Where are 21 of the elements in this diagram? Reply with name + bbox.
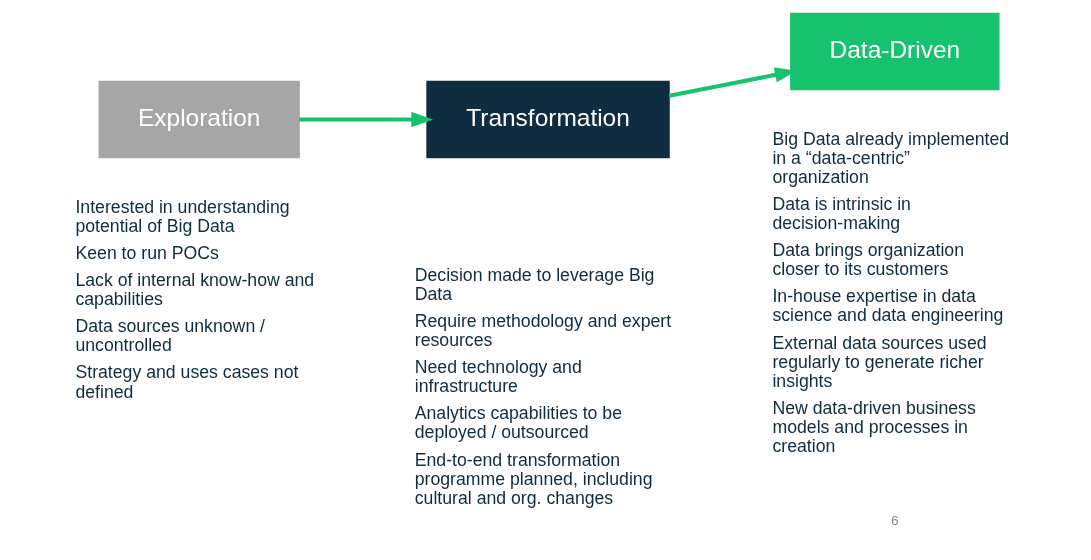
node-label: Data brings organization closer to its customers [771,240,964,280]
node-label: Strategy and uses cases not defined [74,362,298,402]
node-label: Data is intrinsic in decision-making [771,193,911,233]
node-label: Need technology and infrastructure [414,357,582,397]
arrow [298,111,433,128]
node-label: Big Data already implemented in a “data-centric” organization [771,128,1009,187]
node-label: External data sources used regularly to generate richer insights [771,332,987,391]
node-label: Require methodology and expert resources [414,310,671,350]
node-label: New data-driven business models and processes in creation [771,397,976,456]
node-label: Analytics capabilities to be deployed / outsourced [414,403,622,443]
node-box: Exploration [98,80,300,159]
node-label: Decision made to leverage Big Data [414,264,654,304]
node-label: In-house expertise in data science and data engineering [771,286,1003,326]
node-box: Transformation [425,80,670,159]
node-label: Keen to run POCs [74,242,219,263]
node-label: Interested in understanding potential of Big Data [74,196,290,236]
node-label: Data sources unknown / uncontrolled [74,316,265,356]
label: 6 [890,513,899,529]
node-label: End-to-end transformation programme planned, including cultural and org. changes [414,449,652,508]
node-box: Data-Driven [789,12,1000,91]
node-label: Lack of internal know-how and capabilities [74,269,314,310]
